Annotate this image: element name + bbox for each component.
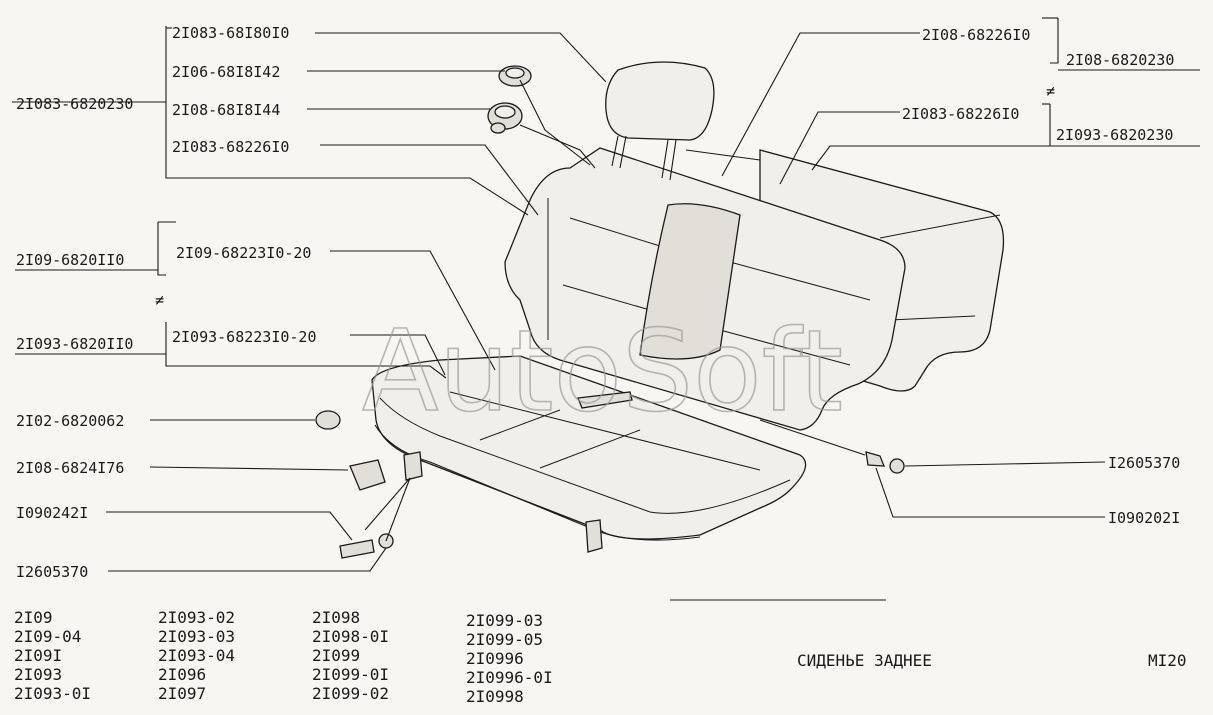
label-backrest-right-cover-2: 2I083-68226I0 [902, 105, 1019, 123]
leader-lines [12, 17, 1200, 601]
label-cushion-cover-1: 2I09-68223I0-20 [176, 244, 311, 262]
model-item: 2I0996-0I [466, 668, 553, 687]
model-item: 2I093-03 [158, 627, 235, 646]
label-bushing-1: 2I06-68I8I42 [172, 63, 280, 81]
model-item: 2I093-02 [158, 608, 235, 627]
label-washer-right: I2605370 [1108, 454, 1180, 472]
model-item: 2I099-05 [466, 630, 543, 649]
label-buffer: 2I02-6820062 [16, 412, 124, 430]
label-bracket: 2I08-6824I76 [16, 459, 124, 477]
label-bolt-left: I090242I [16, 504, 88, 522]
label-backrest-left-cover: 2I083-68226I0 [172, 138, 289, 156]
label-headrest: 2I083-68I80I0 [172, 24, 289, 42]
model-item: 2I0998 [466, 687, 524, 706]
label-cushion-assy-1: 2I09-6820II0 [16, 251, 124, 269]
washer-right-part [889, 458, 905, 474]
label-bushing-2: 2I08-68I8I44 [172, 101, 280, 119]
bolt-left-part [339, 539, 375, 559]
model-item: 2I099-02 [312, 684, 389, 703]
buffer-part [315, 410, 341, 430]
model-item: 2I099-0I [312, 665, 389, 684]
headrest-drawing [605, 61, 761, 181]
label-washer-left: I2605370 [16, 563, 88, 581]
watermark-text: AutoSoft [362, 307, 843, 437]
cushion-drawing [371, 355, 807, 553]
label-bolt-right: I090202I [1108, 509, 1180, 527]
bracket-part [349, 459, 386, 491]
page-code: MI20 [1148, 651, 1187, 670]
model-item: 2I093 [14, 665, 62, 684]
not-equal-right: ≠ [1046, 82, 1055, 100]
model-item: 2I09I [14, 646, 62, 665]
model-list: 2I09 2I09-04 2I09I 2I093 2I093-0I 2I093-… [14, 608, 553, 706]
model-item: 2I098-0I [312, 627, 389, 646]
model-item: 2I09 [14, 608, 53, 627]
label-backrest-right-assy-1: 2I08-6820230 [1066, 51, 1174, 69]
model-item: 2I097 [158, 684, 206, 703]
model-item: 2I098 [312, 608, 360, 627]
backrest-left-section [504, 147, 906, 431]
model-item: 2I093-0I [14, 684, 91, 703]
label-backrest-right-assy-2: 2I093-6820230 [1056, 126, 1173, 144]
label-cushion-assy-2: 2I093-6820II0 [16, 335, 133, 353]
small-parts-drawing [315, 410, 905, 559]
bushings-drawing [487, 65, 532, 134]
model-item: 2I099-03 [466, 611, 543, 630]
label-backrest-right-cover-1: 2I08-68226I0 [922, 26, 1030, 44]
label-backrest-assembly: 2I083-6820230 [16, 95, 133, 113]
model-item: 2I099 [312, 646, 360, 665]
not-equal-left: ≠ [155, 291, 164, 309]
diagram-title: СИДЕНЬЕ ЗАДНЕЕ [797, 651, 932, 670]
label-cushion-cover-2: 2I093-68223I0-20 [172, 328, 317, 346]
model-item: 2I09-04 [14, 627, 81, 646]
bolt-right-part [865, 451, 885, 467]
model-item: 2I0996 [466, 649, 524, 668]
part-labels: 2I083-68I80I0 2I06-68I8I42 2I08-68I8I44 … [16, 24, 1180, 581]
model-item: 2I093-04 [158, 646, 235, 665]
model-item: 2I096 [158, 665, 206, 684]
